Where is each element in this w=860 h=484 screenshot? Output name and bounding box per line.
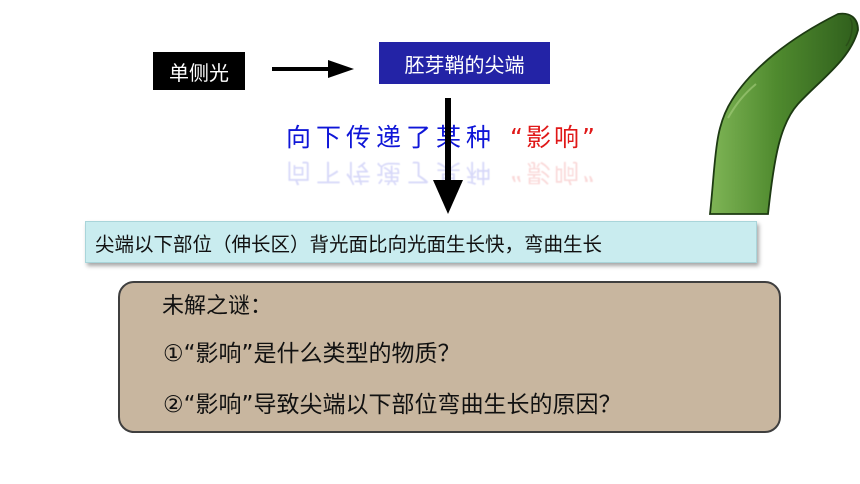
- mystery-title: 未解之谜：: [162, 294, 273, 319]
- result-text: 尖端以下部位（伸长区）背光面比向光面生长快，弯曲生长: [95, 232, 603, 256]
- transfer-text-main: 向下传递了某种: [286, 123, 497, 152]
- stimulus-label: 单侧光: [153, 52, 245, 90]
- influence-quote: “影响”: [510, 123, 598, 152]
- result-box: 尖端以下部位（伸长区）背光面比向光面生长快，弯曲生长: [85, 221, 757, 263]
- question-2: ②“影响”导致尖端以下部位弯曲生长的原因？: [163, 392, 622, 418]
- reflection-quote: “影响”: [510, 158, 598, 187]
- question-1: ①“影响”是什么类型的物质？: [163, 341, 461, 367]
- arrow-right-icon: [272, 60, 354, 78]
- stimulus-label-text: 单侧光: [169, 60, 229, 85]
- transfer-text: 向下传递了某种 “影响”: [286, 121, 598, 155]
- tip-label: 胚芽鞘的尖端: [379, 42, 550, 84]
- mystery-box: [118, 281, 781, 433]
- tip-label-text: 胚芽鞘的尖端: [404, 52, 525, 77]
- coleoptile-illustration: [708, 12, 859, 215]
- arrow-down-icon: [433, 98, 463, 214]
